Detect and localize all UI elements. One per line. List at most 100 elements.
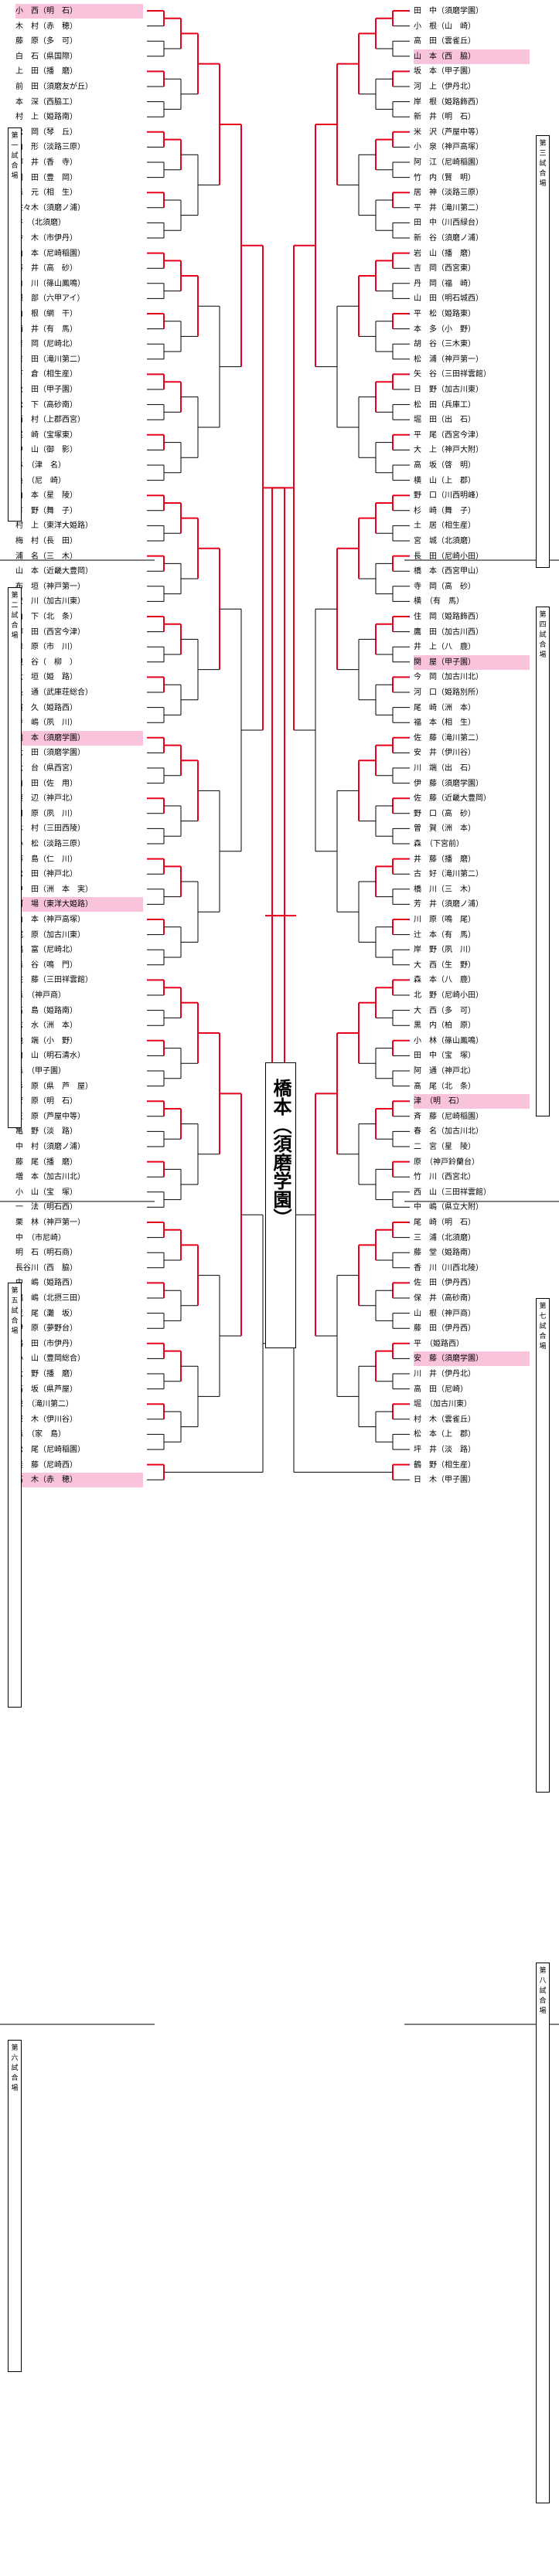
left-player-43: 舞 原（市 川） xyxy=(15,643,77,652)
left-player-4: 白 石（県国際） xyxy=(15,52,77,61)
left-player-82: 中 （市尼崎） xyxy=(15,1233,66,1242)
right-player-10: 小 泉（神戸高塚） xyxy=(414,143,483,152)
left-player-86: 福 嶋（北摂三田） xyxy=(15,1294,85,1303)
right-player-97: 鶴 野（相生産） xyxy=(414,1460,475,1470)
right-player-94: 村 木（雲雀丘） xyxy=(414,1415,475,1424)
right-player-23: 胡 谷（三木東） xyxy=(414,340,475,349)
right-player-21: 平 松（姫路東） xyxy=(414,310,475,318)
right-player-47: 尾 崎（洲 本） xyxy=(414,703,475,712)
right-player-62: 辻 本（有 馬） xyxy=(414,930,475,940)
right-player-78: 竹 川（西宮北） xyxy=(414,1173,475,1182)
right-player-15: 田 中（川西緑台） xyxy=(414,219,483,228)
right-player-58: 古 好（滝川第二） xyxy=(414,870,483,879)
left-player-35: 村 上（東洋大姫路） xyxy=(15,522,93,531)
right-player-1: 田 中（須磨学園） xyxy=(414,7,483,15)
right-player-50: 安 井（伊川谷） xyxy=(414,749,475,758)
right-player-68: 黒 内（柏 原） xyxy=(414,1021,475,1031)
left-player-64: 森 谷（鳴 門） xyxy=(15,960,77,970)
left-player-23: 吉 岡（尼崎北） xyxy=(15,340,77,349)
left-player-5: 上 田（播 磨） xyxy=(15,67,77,76)
right-player-18: 吉 岡（西宮東） xyxy=(414,264,475,274)
right-player-30: 大 上（神戸大附） xyxy=(414,446,483,455)
right-player-6: 河 上（伊丹北） xyxy=(414,83,475,91)
right-player-22: 本 多（小 野） xyxy=(414,325,475,334)
right-player-7: 岸 根（姫路飾西） xyxy=(414,97,483,107)
left-player-57: 藤 島（仁 川） xyxy=(15,855,77,864)
left-player-74: 笠 原（芦屋中等） xyxy=(15,1112,85,1121)
right-player-26: 日 野（加古川東） xyxy=(414,386,483,394)
left-player-88: 伊 原（夢野台） xyxy=(15,1324,77,1334)
left-player-96: 松 尾（尼崎稲園） xyxy=(15,1446,85,1454)
left-player-51: 大 台（県西宮） xyxy=(15,764,77,773)
right-player-29: 平 尾（西宮今津） xyxy=(414,430,483,440)
left-player-76: 中 村（須磨ノ浦） xyxy=(15,1143,85,1151)
right-player-59: 橋 川（三 木） xyxy=(414,885,475,894)
left-player-33: 山 本（星 陵） xyxy=(15,491,77,501)
left-player-95: 森 （家 島） xyxy=(15,1430,66,1439)
left-player-80: 一 法（明石西） xyxy=(15,1203,77,1212)
right-player-67: 大 西（多 可） xyxy=(414,1006,475,1015)
right-player-17: 岩 山（播 磨） xyxy=(414,249,475,258)
right-player-12: 竹 内（賢 明） xyxy=(414,173,475,182)
left-player-72: 杉 原（県 芦 屋） xyxy=(15,1082,93,1091)
right-player-90: 安 藤（須磨学園） xyxy=(414,1351,530,1367)
left-player-63: 福 富（尼崎北） xyxy=(15,946,77,955)
right-player-46: 河 口（姫路別所） xyxy=(414,688,483,697)
right-player-3: 高 田（雲雀丘） xyxy=(414,37,475,46)
left-player-32: 桑 （尼 崎） xyxy=(15,476,66,485)
left-player-58: 松 田（神戸北） xyxy=(15,870,77,879)
right-player-92: 高 田（尼崎） xyxy=(414,1385,468,1394)
left-player-49: 橋 本（須磨学園） xyxy=(15,730,143,746)
right-player-4: 山 本（西 脇） xyxy=(414,49,530,64)
right-player-57: 井 藤（播 磨） xyxy=(414,855,475,864)
right-player-51: 川 端（出 石） xyxy=(414,764,475,773)
right-player-38: 橋 本（西宮甲山） xyxy=(414,567,483,576)
left-player-61: 山 本（神戸高塚） xyxy=(15,916,85,924)
left-player-53: 渡 辺（神戸北） xyxy=(15,794,77,804)
left-player-67: 高 島（姫路南） xyxy=(15,1006,77,1015)
right-player-70: 田 中（宝 塚） xyxy=(414,1052,475,1061)
left-player-98: 高 木（赤 穂） xyxy=(15,1473,143,1488)
left-player-36: 梅 村（長 田） xyxy=(15,537,77,545)
right-player-14: 平 井（滝川第二） xyxy=(414,203,483,212)
left-player-38: 山 本（近畿大豊岡） xyxy=(15,567,93,576)
left-player-48: 寺 嶋（夙 川） xyxy=(15,719,77,728)
left-player-10: 山 形（淡路三原） xyxy=(15,143,85,152)
right-player-89: 平 （姫路西） xyxy=(414,1339,464,1348)
right-player-69: 小 林（篠山鳳鳴） xyxy=(414,1036,483,1045)
right-player-24: 松 浦（神戸第一） xyxy=(414,355,483,364)
right-player-60: 芳 井（須磨ノ浦） xyxy=(414,900,483,909)
right-player-52: 伊 藤（須磨学園） xyxy=(414,779,483,788)
right-player-71: 阿 通（神戸北） xyxy=(414,1067,475,1076)
left-player-39: 布 垣（神戸第一） xyxy=(15,582,85,591)
left-player-77: 藤 尾（播 磨） xyxy=(15,1157,77,1167)
left-player-40: 安 川（加古川東） xyxy=(15,597,85,607)
right-player-88: 藤 田（伊丹西） xyxy=(414,1324,475,1334)
right-player-84: 香 川（川西北陵） xyxy=(414,1263,483,1273)
left-player-52: 前 田（佐 用） xyxy=(15,779,77,788)
right-player-39: 寺 岡（高 砂） xyxy=(414,582,475,591)
right-player-40: 横 （有 馬） xyxy=(414,597,464,607)
right-player-95: 松 本（上 郡） xyxy=(414,1430,475,1439)
left-player-41: 山 下（北 条） xyxy=(15,613,77,621)
right-player-9: 米 沢（芦屋中等） xyxy=(414,127,483,137)
left-player-20: 服 部（六甲アイ） xyxy=(15,294,85,304)
left-player-19: 白 川（篠山鳳鳴） xyxy=(15,279,85,288)
left-player-83: 明 石（明石商） xyxy=(15,1249,77,1258)
left-player-45: 大 垣（姫 路） xyxy=(15,673,77,682)
venue-label-7: 第七試合場 xyxy=(536,1298,550,1793)
left-player-8: 村 上（姫路南） xyxy=(15,113,77,122)
left-player-28: 西 村（上郡西宮） xyxy=(15,416,85,425)
left-player-75: 亀 野（淡 路） xyxy=(15,1127,77,1137)
left-player-59: 中 田（洲 本 実） xyxy=(15,885,93,894)
right-player-72: 髙 尾（北 条） xyxy=(414,1082,475,1091)
left-player-55: 木 村（三田西陵） xyxy=(15,824,85,834)
left-player-3: 藤 原（多 可） xyxy=(15,37,77,46)
right-player-96: 坪 井（淡 路） xyxy=(414,1446,475,1454)
left-player-44: 辺 谷（ 柳 ） xyxy=(15,658,77,667)
left-player-87: 荒 尾（灘 坂） xyxy=(15,1309,77,1318)
left-player-60: 河 場（東洋大姫路） xyxy=(15,897,143,912)
right-player-31: 高 坂（啓 明） xyxy=(414,461,475,470)
left-player-14: 佐々木（須磨ノ浦） xyxy=(15,203,85,212)
right-player-41: 住 岡（姫路飾西） xyxy=(414,613,483,621)
